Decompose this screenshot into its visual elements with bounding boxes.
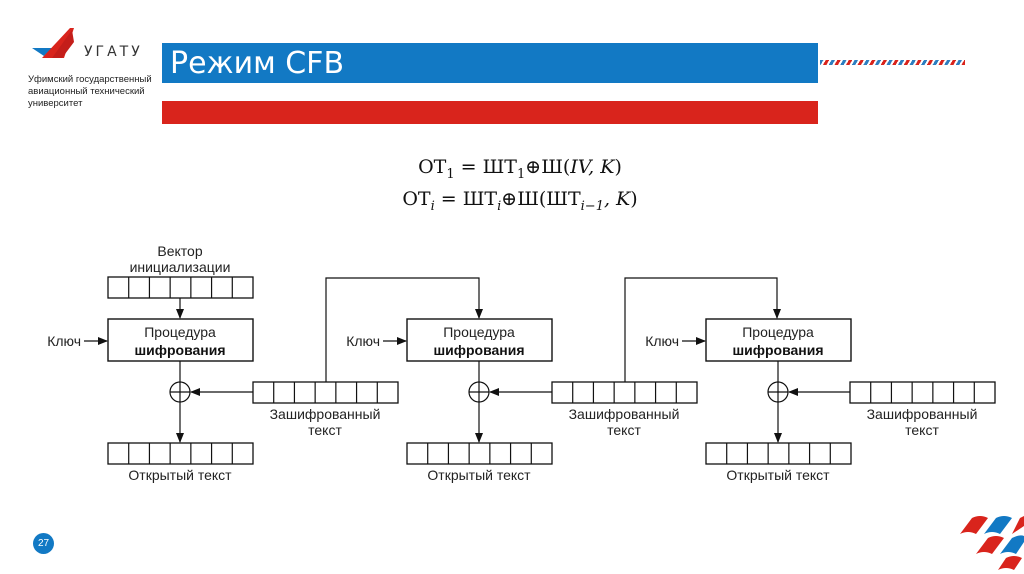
formula-line-2: ОТi = ШТi⊕Ш(ШТi−1, K) bbox=[360, 187, 680, 219]
procedure-label: Процедура bbox=[443, 324, 515, 340]
formula-term: ШТ bbox=[462, 187, 498, 210]
key-label: Ключ bbox=[645, 333, 679, 349]
plaintext-register bbox=[705, 442, 852, 465]
key-label: Ключ bbox=[346, 333, 380, 349]
formula-term: Ш( bbox=[541, 156, 571, 178]
formula-term: ОТ bbox=[402, 187, 431, 210]
ciphertext-label: текст bbox=[905, 422, 939, 438]
formula-term: Ш(ШТ bbox=[517, 187, 581, 210]
red-accent-bar bbox=[162, 101, 818, 124]
formula-term: ) bbox=[614, 156, 622, 178]
formula-line-1: ОТ1 = ШТ1⊕Ш(IV, K) bbox=[360, 155, 680, 187]
procedure-label: Процедура bbox=[144, 324, 216, 340]
ciphertext-register bbox=[252, 381, 399, 404]
formula-term: ОТ bbox=[418, 156, 447, 178]
iv-label: Вектор bbox=[157, 243, 202, 259]
ciphertext-label: Зашифрованный bbox=[270, 406, 381, 422]
formula-sub: 1 bbox=[516, 166, 526, 182]
encryption-procedure-box bbox=[705, 318, 852, 362]
ugatu-logo-icon bbox=[32, 28, 74, 58]
striped-decoration bbox=[820, 60, 965, 65]
key-label: Ключ bbox=[47, 333, 81, 349]
page-title: Режим CFB bbox=[170, 46, 345, 81]
feedback-arrow bbox=[325, 277, 483, 382]
university-line: Уфимский государственный bbox=[28, 74, 152, 85]
encryption-procedure-box bbox=[406, 318, 553, 362]
xor-symbol: ⊕ bbox=[501, 187, 518, 210]
encryption-procedure-box bbox=[107, 318, 254, 362]
iv-register bbox=[107, 276, 254, 299]
feedback-arrow bbox=[624, 277, 781, 382]
plaintext-register bbox=[406, 442, 553, 465]
formula: ОТ1 = ШТ1⊕Ш(IV, K) ОТi = ШТi⊕Ш(ШТi−1, K) bbox=[360, 155, 680, 219]
ciphertext-label: Зашифрованный bbox=[867, 406, 978, 422]
formula-sub: i bbox=[497, 198, 502, 214]
title-bar bbox=[162, 43, 818, 83]
plaintext-register bbox=[107, 442, 254, 465]
ciphertext-register bbox=[551, 381, 698, 404]
formula-sub: 1 bbox=[446, 166, 455, 182]
university-line: авиационный технический bbox=[28, 86, 145, 97]
corner-flag-decoration-icon bbox=[960, 516, 1024, 570]
formula-args: IV, K bbox=[570, 156, 615, 178]
procedure-label-bold: шифрования bbox=[433, 342, 524, 358]
formula-term: ШТ bbox=[482, 156, 517, 178]
ciphertext-label: текст bbox=[607, 422, 641, 438]
ciphertext-label: Зашифрованный bbox=[569, 406, 680, 422]
iv-label: инициализации bbox=[130, 259, 231, 275]
formula-eq: = bbox=[454, 156, 483, 178]
university-line: университет bbox=[28, 98, 83, 109]
page-number-badge: 27 bbox=[33, 533, 54, 554]
procedure-label: Процедура bbox=[742, 324, 814, 340]
formula-args: , K bbox=[603, 187, 631, 210]
plaintext-label: Открытый текст bbox=[128, 467, 232, 483]
formula-term: ) bbox=[630, 187, 638, 210]
formula-eq: = bbox=[434, 187, 463, 210]
logo-text: УГАТУ bbox=[84, 44, 143, 60]
formula-sub: i bbox=[430, 198, 435, 214]
xor-symbol: ⊕ bbox=[525, 156, 542, 178]
procedure-label-bold: шифрования bbox=[134, 342, 225, 358]
formula-sub: i−1 bbox=[580, 198, 604, 214]
ciphertext-label: текст bbox=[308, 422, 342, 438]
plaintext-label: Открытый текст bbox=[726, 467, 830, 483]
ciphertext-register bbox=[849, 381, 996, 404]
university-name: Уфимский государственный авиационный тех… bbox=[28, 74, 168, 110]
plaintext-label: Открытый текст bbox=[427, 467, 531, 483]
procedure-label-bold: шифрования bbox=[732, 342, 823, 358]
